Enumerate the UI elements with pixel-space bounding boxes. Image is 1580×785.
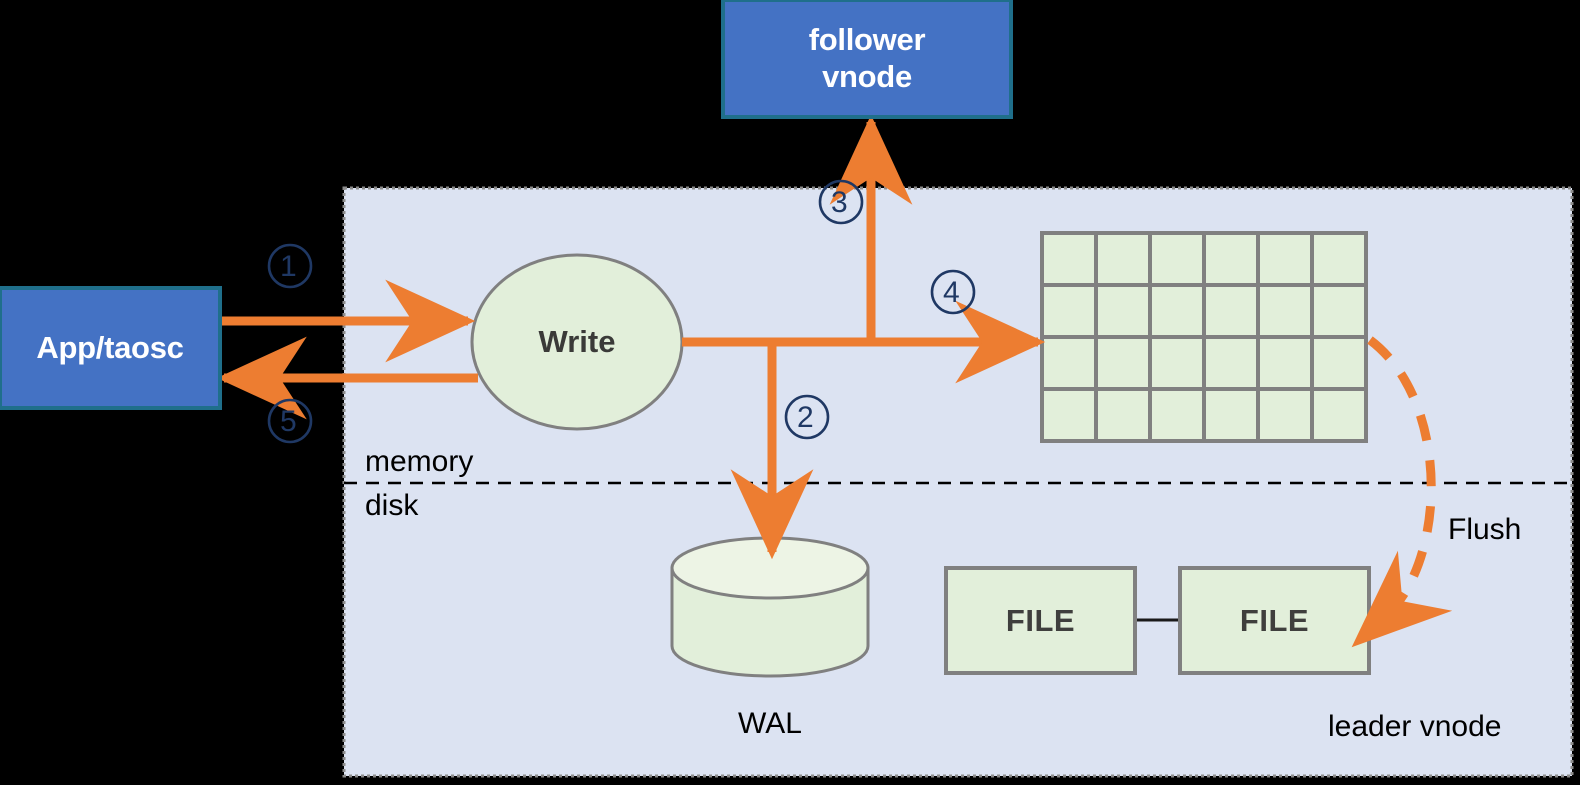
edge-flush — [1351, 336, 1453, 648]
write-node — [470, 253, 684, 431]
step-circle-1 — [267, 243, 313, 289]
client-box[interactable] — [0, 286, 222, 410]
file-box-2 — [1178, 566, 1371, 675]
step-circle-5 — [267, 398, 313, 444]
step-circle-3 — [818, 179, 864, 225]
step-circle-2 — [784, 394, 830, 440]
file-box-1 — [944, 566, 1137, 675]
memtable-grid — [1040, 231, 1368, 443]
step-circle-4 — [930, 269, 976, 315]
wal-cylinder — [670, 536, 870, 678]
follower-vnode-box[interactable] — [721, 0, 1013, 119]
